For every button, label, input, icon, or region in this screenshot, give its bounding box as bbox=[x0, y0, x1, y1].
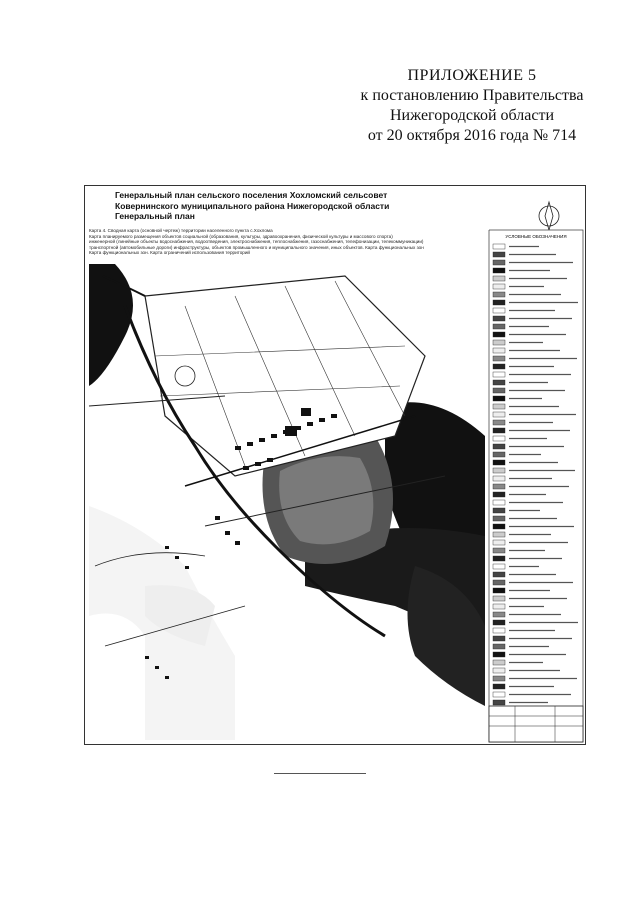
resolution-line: к постановлению Правительства bbox=[360, 87, 584, 104]
legend-swatch bbox=[492, 339, 506, 346]
legend-swatch bbox=[492, 307, 506, 314]
legend-swatch bbox=[492, 491, 506, 498]
appendix-number: ПРИЛОЖЕНИЕ 5 bbox=[407, 67, 537, 84]
legend-swatch bbox=[492, 483, 506, 490]
legend-swatch bbox=[492, 563, 506, 570]
map-caption: Карта 4. Сводная карта (основной чертеж)… bbox=[89, 228, 484, 256]
date-line: от 20 октября 2016 года № 714 bbox=[367, 127, 577, 144]
legend-swatch bbox=[492, 515, 506, 522]
legend-swatch bbox=[492, 475, 506, 482]
appendix-header: ПРИЛОЖЕНИЕ 5 к постановлению Правительст… bbox=[342, 66, 602, 146]
legend-swatch bbox=[492, 379, 506, 386]
legend-swatch bbox=[492, 587, 506, 594]
legend-swatch bbox=[492, 411, 506, 418]
legend-swatch bbox=[492, 691, 506, 698]
legend-swatch bbox=[492, 395, 506, 402]
legend-swatch bbox=[492, 635, 506, 642]
legend-swatch bbox=[492, 291, 506, 298]
legend-swatch bbox=[492, 579, 506, 586]
legend-swatch bbox=[492, 547, 506, 554]
legend-swatch bbox=[492, 267, 506, 274]
legend-swatch bbox=[492, 539, 506, 546]
legend-swatch bbox=[492, 459, 506, 466]
legend-swatch bbox=[492, 283, 506, 290]
legend-swatch bbox=[492, 427, 506, 434]
map-body bbox=[88, 264, 485, 740]
legend-swatch bbox=[492, 659, 506, 666]
legend-swatch bbox=[492, 531, 506, 538]
map-caption-line-1: Карта 4. Сводная карта (основной чертеж)… bbox=[89, 228, 273, 233]
legend-swatch bbox=[492, 259, 506, 266]
legend-swatch bbox=[492, 699, 506, 706]
map-title-line-3: Генеральный план bbox=[115, 211, 195, 221]
map-caption-line-2: Карта планируемого размещения объектов с… bbox=[89, 233, 393, 239]
legend-swatch bbox=[492, 243, 506, 250]
legend-swatch bbox=[492, 299, 506, 306]
legend-swatch bbox=[492, 499, 506, 506]
map-legend: УСЛОВНЫЕ ОБОЗНАЧЕНИЯ bbox=[488, 229, 584, 743]
legend-swatch bbox=[492, 443, 506, 450]
map-title-line-1: Генеральный план сельского поселения Хох… bbox=[115, 190, 388, 200]
legend-swatch bbox=[492, 315, 506, 322]
map-title-line-2: Ковернинского муниципального района Ниже… bbox=[115, 200, 390, 211]
legend-swatch bbox=[492, 251, 506, 258]
legend-swatch bbox=[492, 435, 506, 442]
legend-swatch bbox=[492, 651, 506, 658]
footer-divider bbox=[274, 773, 366, 774]
legend-swatch bbox=[492, 371, 506, 378]
legend-swatch bbox=[492, 275, 506, 282]
map-caption-line-4: транспортной (автомобильные дороги) инфр… bbox=[89, 244, 424, 250]
legend-swatch bbox=[492, 611, 506, 618]
legend-swatch bbox=[492, 619, 506, 626]
legend-swatch bbox=[492, 331, 506, 338]
legend-swatch bbox=[492, 627, 506, 634]
legend-swatch bbox=[492, 571, 506, 578]
legend-swatch bbox=[492, 555, 506, 562]
legend-heading: УСЛОВНЫЕ ОБОЗНАЧЕНИЯ bbox=[505, 234, 566, 239]
legend-swatch bbox=[492, 667, 506, 674]
legend-swatch bbox=[492, 323, 506, 330]
region-line: Нижегородской области bbox=[389, 107, 554, 124]
compass-icon bbox=[538, 200, 560, 232]
legend-swatch bbox=[492, 603, 506, 610]
legend-swatch bbox=[492, 467, 506, 474]
legend-swatch bbox=[492, 683, 506, 690]
map-drawing: УСЛОВНЫЕ ОБОЗНАЧЕНИЯ bbox=[85, 186, 584, 743]
legend-swatch bbox=[492, 403, 506, 410]
general-plan-map: УСЛОВНЫЕ ОБОЗНАЧЕНИЯ bbox=[84, 185, 586, 745]
legend-swatch bbox=[492, 523, 506, 530]
legend-swatch bbox=[492, 451, 506, 458]
legend-swatch bbox=[492, 419, 506, 426]
legend-swatch bbox=[492, 355, 506, 362]
legend-swatch bbox=[492, 363, 506, 370]
legend-swatch bbox=[492, 595, 506, 602]
map-caption-line-5: Карта функциональных зон. Карта ограниче… bbox=[89, 250, 250, 256]
map-caption-line-3: инженерной (линейные объекты водоснабжен… bbox=[89, 239, 424, 245]
map-title: Генеральный план сельского поселения Хох… bbox=[115, 190, 475, 222]
legend-swatch bbox=[492, 643, 506, 650]
legend-swatch bbox=[492, 387, 506, 394]
legend-swatch bbox=[492, 507, 506, 514]
legend-swatch bbox=[492, 675, 506, 682]
legend-swatch bbox=[492, 347, 506, 354]
